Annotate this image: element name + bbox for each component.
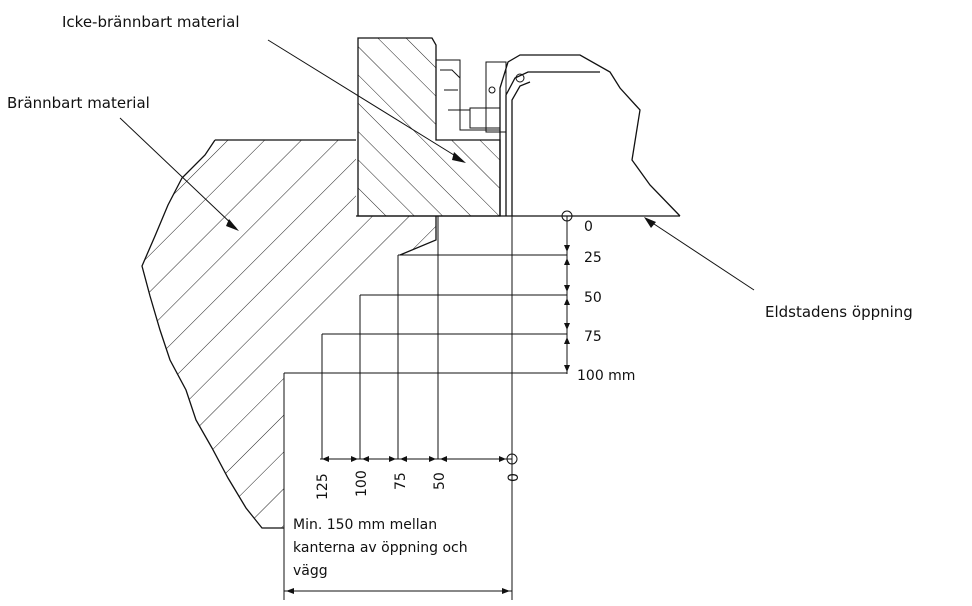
- hscale-tick-2: 75: [393, 472, 409, 490]
- vscale-tick-1: 25: [584, 250, 602, 266]
- horizontal-scale: [320, 456, 512, 462]
- note-line-3: vägg: [293, 563, 328, 579]
- hscale-tick-0: 125: [315, 473, 331, 500]
- hscale-tick-1: 100: [354, 470, 370, 497]
- vscale-tick-4: 100 mm: [577, 368, 635, 384]
- origin-markers: [506, 210, 573, 465]
- label-opening: Eldstadens öppning: [765, 303, 913, 321]
- hscale-tick-4: 0: [506, 473, 522, 482]
- vscale-tick-0: 0: [584, 219, 593, 235]
- leader-lines: [119, 39, 755, 291]
- non-combustible-block: [357, 37, 501, 217]
- clearance-steps: [283, 216, 567, 600]
- label-combustible: Brännbart material: [7, 94, 150, 112]
- note-line-2: kanterna av öppning och: [293, 540, 468, 556]
- min-distance-arrow: [284, 588, 512, 594]
- note-line-1: Min. 150 mm mellan: [293, 517, 437, 533]
- vscale-tick-3: 75: [584, 329, 602, 345]
- label-non-combustible: Icke-brännbart material: [62, 13, 240, 31]
- min-distance-note: Min. 150 mm mellan kanterna av öppning o…: [293, 517, 468, 579]
- fireplace-insert: [356, 54, 681, 217]
- hscale-tick-3: 50: [432, 472, 448, 490]
- vscale-tick-2: 50: [584, 290, 602, 306]
